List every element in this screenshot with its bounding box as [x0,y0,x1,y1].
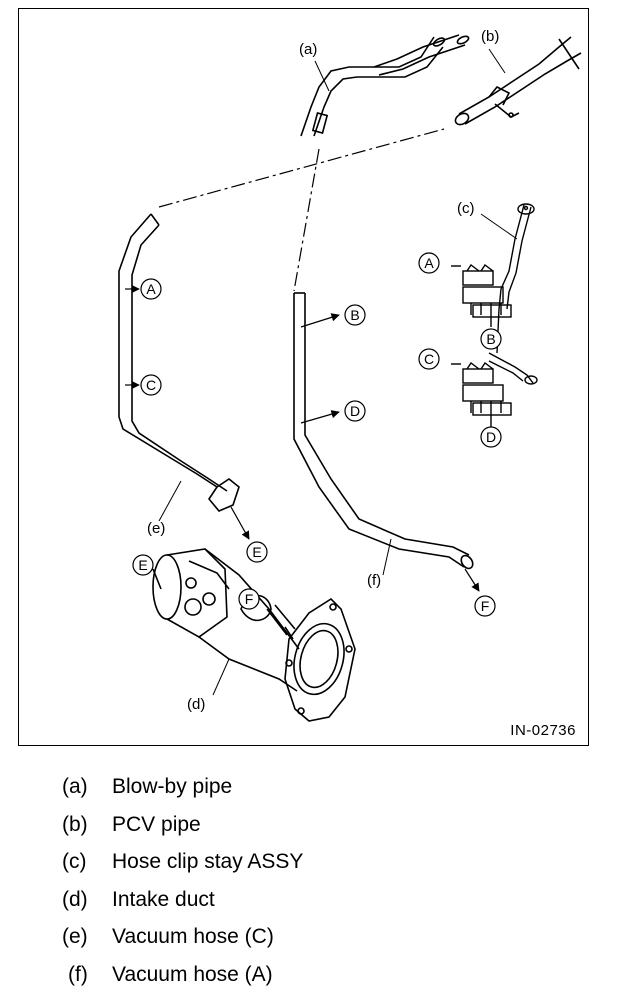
svg-text:E: E [138,557,147,573]
svg-text:F: F [481,598,490,614]
label-leaders [158,48,518,696]
connector-a-hose: A [140,278,162,300]
legend-text: PCV pipe [112,812,201,836]
connector-f-duct: F [238,588,260,610]
svg-text:D: D [486,429,496,445]
legend-key: (d) [62,887,88,911]
pcv-pipe [454,36,582,126]
parts-legend: (a) Blow-by pipe (b) PCV pipe (c) Hose c… [62,772,303,997]
connection-lines [158,128,445,292]
svg-text:B: B [486,331,495,347]
svg-text:D: D [350,403,360,419]
leader-arrows [125,284,480,592]
part-label-d: (d) [187,696,205,713]
svg-text:F: F [245,591,254,607]
connector-c-hose: C [140,374,162,396]
figure-id: IN-02736 [510,722,576,739]
svg-text:E: E [252,544,261,560]
part-labels: (a) (b) (c) (d) (e) (f) [147,28,499,713]
svg-text:B: B [350,307,359,323]
legend-text: Hose clip stay ASSY [112,850,304,873]
legend-item: (e) Vacuum hose (C) [62,922,303,960]
connector-e-duct: E [132,554,154,576]
legend-item: (a) Blow-by pipe [62,772,303,810]
connector-e-hose: E [246,541,268,563]
connector-d-clip: D [480,426,502,448]
part-label-a: (a) [299,41,317,58]
part-label-c: (c) [457,200,475,217]
legend-item: (f) Vacuum hose (A) [62,960,303,998]
part-label-e: (e) [147,520,165,537]
vacuum-hose-c [118,213,240,512]
legend-item: (d) Intake duct [62,885,303,923]
legend-key: (b) [62,812,88,836]
legend-key: (c) [62,850,87,873]
connector-markers: A C B D A B C D [132,252,502,617]
diagram-drawing: (a) (b) (c) (d) (e) (f) A C B D A B [118,28,582,722]
legend-key: (e) [62,925,88,948]
connector-f-hose: F [474,595,496,617]
legend-text: Vacuum hose (A) [112,962,273,986]
legend-item: (b) PCV pipe [62,810,303,848]
legend-text: Blow-by pipe [112,775,233,798]
connector-b-clip: B [480,328,502,350]
svg-text:C: C [424,351,434,367]
svg-text:A: A [146,281,156,297]
legend-text: Intake duct [112,887,215,911]
intake-duct [152,548,356,722]
vacuum-hose-a [293,292,474,570]
legend-item: (c) Hose clip stay ASSY [62,847,303,885]
connector-b-hose: B [344,304,366,326]
svg-text:C: C [146,377,156,393]
part-label-b: (b) [481,28,499,45]
part-label-f: (f) [367,572,381,589]
legend-key: (f) [68,962,88,986]
legend-text: Vacuum hose (C) [112,925,274,948]
svg-text:A: A [424,255,434,271]
hose-clip-stay [451,203,538,427]
blow-by-pipe [300,34,470,137]
legend-key: (a) [62,775,88,798]
connector-c-clip: C [418,348,440,370]
diagram-figure: (a) (b) (c) (d) (e) (f) A C B D A B [18,8,589,746]
connector-a-clip: A [418,252,440,274]
connector-d-hose: D [344,400,366,422]
